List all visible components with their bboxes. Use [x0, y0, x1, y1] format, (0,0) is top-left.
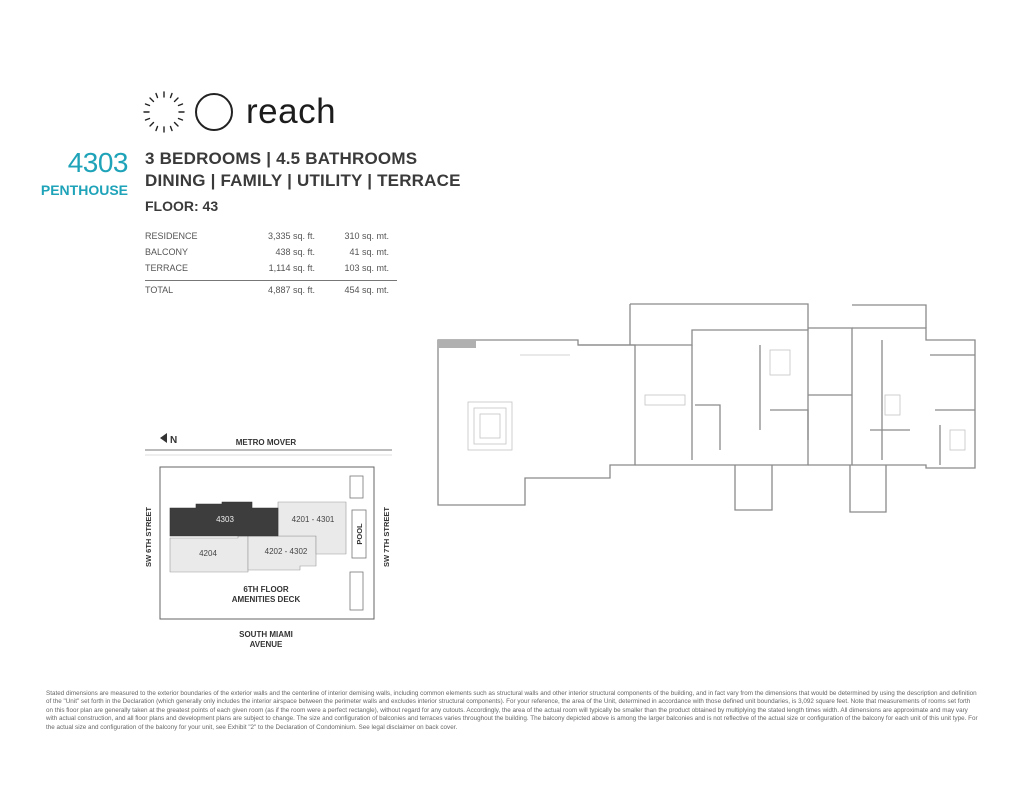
street-sw-6th: SW 6TH STREET	[144, 507, 153, 567]
unit-label-4202-4302: 4202 - 4302	[265, 547, 308, 556]
area-sqft: 1,114 sq. ft.	[268, 263, 315, 273]
floor-plan	[437, 303, 976, 513]
pool-label: POOL	[355, 523, 364, 545]
unit-type: PENTHOUSE	[40, 182, 128, 198]
unit-floor: FLOOR: 43	[145, 198, 219, 214]
powder-outline	[734, 465, 773, 511]
unit-number: 4303	[67, 147, 129, 178]
area-row-total: TOTAL 4,887 sq. ft. 454 sq. mt.	[145, 283, 397, 299]
street-sw-7th: SW 7TH STREET	[382, 507, 391, 567]
area-label: RESIDENCE	[145, 231, 198, 241]
stair-steps-inner	[473, 407, 507, 445]
area-label: TERRACE	[145, 263, 189, 273]
amenity-strip-lower	[349, 571, 364, 611]
amenities-label-line1: 6TH FLOOR	[243, 585, 289, 594]
sunburst-icon	[143, 91, 185, 133]
unit-label-4204: 4204	[199, 549, 217, 558]
area-row-residence: RESIDENCE 3,335 sq. ft. 310 sq. mt.	[145, 229, 397, 245]
area-row-balcony: BALCONY 438 sq. ft. 41 sq. mt.	[145, 245, 397, 261]
terrace-outline	[437, 339, 636, 506]
utility-outline	[849, 465, 887, 513]
living-outline	[578, 329, 809, 466]
unit-4303-block	[169, 501, 279, 537]
brand-logo	[143, 91, 233, 133]
bedroom-right-outline	[852, 327, 976, 469]
bedroom-wing-outline	[808, 327, 853, 466]
amenity-strip	[349, 475, 364, 499]
corner-block	[438, 340, 476, 348]
bath-fixture-2	[884, 394, 901, 416]
north-arrow-icon	[160, 433, 167, 443]
street-south-miami-line2: AVENUE	[250, 640, 283, 649]
site-plan: N METRO MOVER SW 6TH STREET SW 7TH STREE…	[144, 433, 392, 649]
street-metro-mover: METRO MOVER	[236, 438, 297, 447]
bath-fixture-1	[769, 349, 791, 376]
area-sqm: 41 sq. mt.	[349, 247, 389, 257]
stair-steps-outline	[467, 401, 513, 451]
area-sqm: 454 sq. mt.	[344, 285, 389, 295]
stair-steps-core	[479, 413, 501, 439]
kitchen-island	[644, 394, 686, 406]
unit-label-4201-4301: 4201 - 4301	[292, 515, 335, 524]
amenities-label-line2: AMENITIES DECK	[232, 595, 301, 604]
unit-label-4303: 4303	[216, 515, 234, 524]
north-label: N	[170, 435, 177, 446]
unit-rooms: 3 BEDROOMS | 4.5 BATHROOMS	[145, 149, 418, 168]
inner-walls	[691, 340, 975, 460]
pool-outline	[351, 509, 367, 559]
interior-walls-2	[695, 404, 941, 465]
area-sqft: 4,887 sq. ft.	[267, 285, 315, 295]
area-sqft: 438 sq. ft.	[275, 247, 315, 257]
legal-disclaimer: Stated dimensions are measured to the ex…	[46, 690, 978, 731]
street-south-miami-line1: SOUTH MIAMI	[239, 630, 293, 639]
area-table: RESIDENCE 3,335 sq. ft. 310 sq. mt. BALC…	[145, 229, 397, 299]
brand-wordmark: reach	[246, 92, 337, 131]
area-sqm: 103 sq. mt.	[344, 263, 389, 273]
area-sqft: 3,335 sq. ft.	[267, 231, 315, 241]
balcony-outline	[629, 303, 809, 345]
table-divider	[145, 280, 397, 281]
area-sqm: 310 sq. mt.	[344, 231, 389, 241]
area-row-terrace: TERRACE 1,114 sq. ft. 103 sq. mt.	[145, 261, 397, 277]
unit-features: DINING | FAMILY | UTILITY | TERRACE	[145, 171, 461, 190]
area-label: BALCONY	[145, 247, 189, 257]
area-label: TOTAL	[145, 285, 174, 295]
bath-fixture-3	[949, 429, 966, 451]
circle-icon	[195, 93, 233, 131]
balcony-right-outline	[852, 304, 927, 328]
